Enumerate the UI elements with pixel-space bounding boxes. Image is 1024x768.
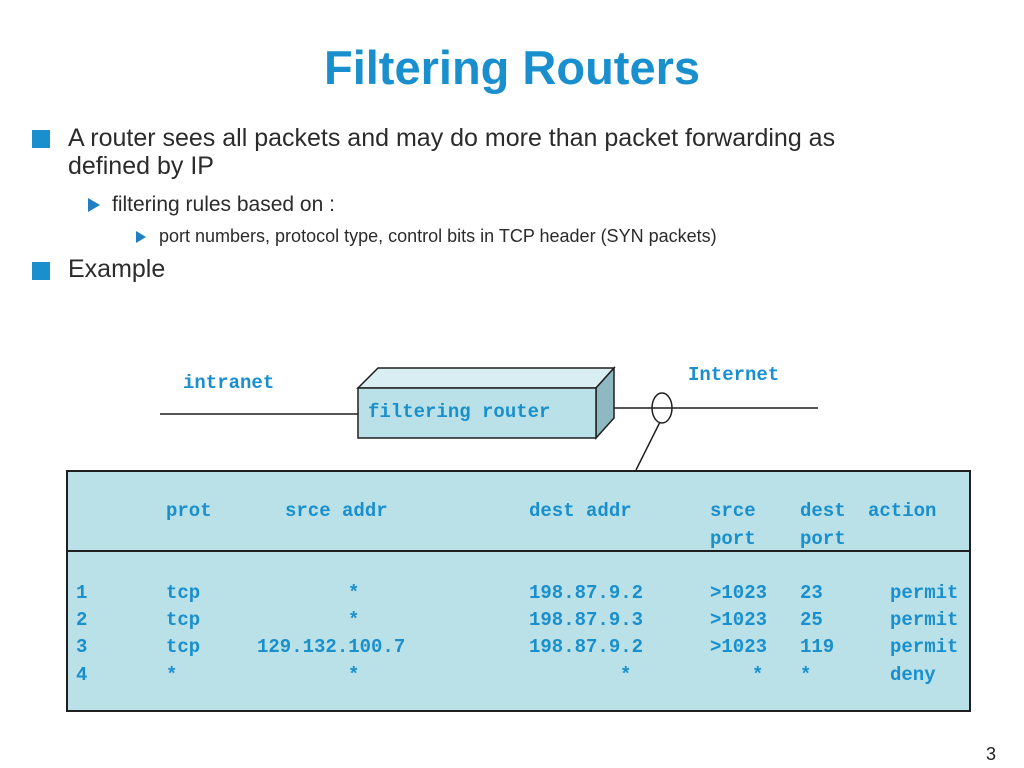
- router-label: filtering router: [368, 401, 551, 423]
- row-1-srce-port: >1023: [710, 582, 768, 604]
- triangle-bullet-icon: [88, 198, 100, 212]
- row-1-prot: tcp: [166, 582, 201, 604]
- bullet-example: Example: [68, 255, 166, 283]
- row-4-dest-addr: *: [620, 664, 632, 686]
- row-2-srce-addr: *: [348, 609, 360, 631]
- row-3-srce-addr: 129.132.100.7: [257, 636, 406, 658]
- internet-label: Internet: [688, 364, 780, 386]
- header-srce-addr: srce addr: [285, 500, 388, 522]
- row-2-srce-port: >1023: [710, 609, 768, 631]
- row-1-num: 1: [76, 582, 88, 604]
- row-1-dest-port: 23: [800, 582, 823, 604]
- bullet-2: filtering rules based on :: [112, 193, 335, 216]
- header-dest-addr: dest addr: [529, 500, 632, 522]
- bullet-1-line-2: defined by IP: [68, 152, 214, 180]
- triangle-bullet-small-icon: [136, 231, 146, 243]
- bullet-1-line-1: A router sees all packets and may do mor…: [68, 124, 836, 152]
- router-top-face: [356, 367, 616, 389]
- row-4-srce-addr: *: [348, 664, 360, 686]
- row-1-srce-addr: *: [348, 582, 360, 604]
- row-3-dest-addr: 198.87.9.2: [529, 636, 644, 658]
- callout-line: [635, 421, 661, 471]
- row-4-dest-port: *: [800, 664, 812, 686]
- row-1-action: permit: [890, 582, 959, 604]
- page-number: 3: [985, 744, 996, 764]
- intranet-label: intranet: [183, 372, 275, 394]
- row-4-srce-port: *: [752, 664, 764, 686]
- header-srce-port-1: srce: [710, 500, 756, 522]
- row-2-prot: tcp: [166, 609, 201, 631]
- bullet-square-icon: [32, 262, 50, 280]
- row-3-dest-port: 119: [800, 636, 835, 658]
- row-3-srce-port: >1023: [710, 636, 768, 658]
- filter-rules-table: prot srce addr dest addr srce port dest …: [66, 470, 971, 712]
- row-2-dest-port: 25: [800, 609, 823, 631]
- filter-point-ellipse: [651, 392, 673, 424]
- bullet-square-icon: [32, 130, 50, 148]
- bullet-3: port numbers, protocol type, control bit…: [159, 226, 717, 246]
- row-4-action: deny: [890, 664, 936, 686]
- row-2-num: 2: [76, 609, 88, 631]
- header-prot: prot: [166, 500, 212, 522]
- row-2-dest-addr: 198.87.9.3: [529, 609, 644, 631]
- header-srce-port-2: port: [710, 528, 756, 550]
- row-1-dest-addr: 198.87.9.2: [529, 582, 644, 604]
- row-3-prot: tcp: [166, 636, 201, 658]
- row-2-action: permit: [890, 609, 959, 631]
- row-4-num: 4: [76, 664, 88, 686]
- header-dest-port-2: port: [800, 528, 846, 550]
- table-header-divider: [68, 550, 969, 552]
- slide-title: Filtering Routers: [323, 41, 701, 94]
- row-3-num: 3: [76, 636, 88, 658]
- header-action: action: [868, 500, 937, 522]
- router-side-face: [595, 366, 615, 440]
- row-4-prot: *: [166, 664, 178, 686]
- header-dest-port-1: dest: [800, 500, 846, 522]
- row-3-action: permit: [890, 636, 959, 658]
